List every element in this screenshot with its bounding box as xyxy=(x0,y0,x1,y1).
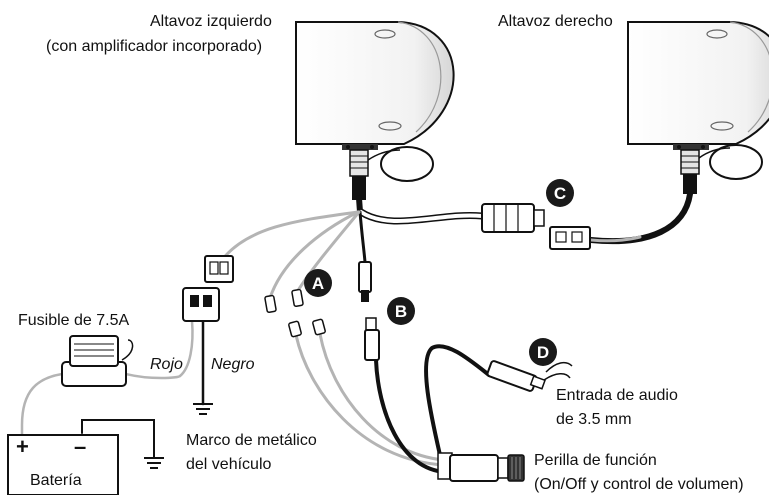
audio-input-label-line1: Entrada de audio xyxy=(556,387,678,404)
left-speaker-label-line1: Altavoz izquierdo xyxy=(150,13,272,30)
left-speaker xyxy=(295,21,455,200)
connector-a-terminals xyxy=(264,288,326,338)
red-wire-label: Rojo xyxy=(150,356,183,373)
connector-b-plug xyxy=(358,261,380,361)
power-connector xyxy=(182,255,234,322)
fuse-holder xyxy=(61,335,134,387)
black-wire-label: Negro xyxy=(211,356,255,373)
power-cable xyxy=(220,210,360,262)
callout-d-badge: D xyxy=(529,338,557,366)
left-speaker-label-line2: (con amplificador incorporado) xyxy=(46,38,263,55)
chassis-label-line1: Marco de metálico xyxy=(186,432,317,449)
callout-c-text: C xyxy=(554,184,566,203)
callout-b-text: B xyxy=(395,302,407,321)
connector-c xyxy=(481,203,591,250)
fuse-label: Fusible de 7.5A xyxy=(18,312,130,329)
battery xyxy=(7,434,119,495)
chassis-label-line2: del vehículo xyxy=(186,456,272,473)
callout-b-badge: B xyxy=(387,297,415,325)
red-wire xyxy=(178,319,194,378)
right-speaker xyxy=(627,21,769,194)
callout-a-text: A xyxy=(312,274,324,293)
callout-c-badge: C xyxy=(546,179,574,207)
battery-minus-sign: – xyxy=(74,434,87,459)
ground-symbol-battery xyxy=(144,457,164,469)
callout-d-text: D xyxy=(537,343,549,362)
cables xyxy=(20,191,693,474)
audio-jack-d xyxy=(486,360,573,392)
function-knob xyxy=(437,452,525,482)
callout-a-badge: A xyxy=(304,269,332,297)
audio-input-label-line2: de 3.5 mm xyxy=(556,411,632,428)
battery-plus-sign: + xyxy=(16,434,29,459)
battery-label: Batería xyxy=(30,472,82,489)
battery-ground-wire xyxy=(81,419,155,459)
function-knob-label-line2: (On/Off y control de volumen) xyxy=(534,476,744,493)
ground-symbol-chassis xyxy=(193,403,213,415)
audio-cable xyxy=(424,344,491,457)
function-knob-label-line1: Perilla de función xyxy=(534,452,657,469)
remote-cable xyxy=(358,210,367,264)
right-speaker-label: Altavoz derecho xyxy=(498,13,613,30)
